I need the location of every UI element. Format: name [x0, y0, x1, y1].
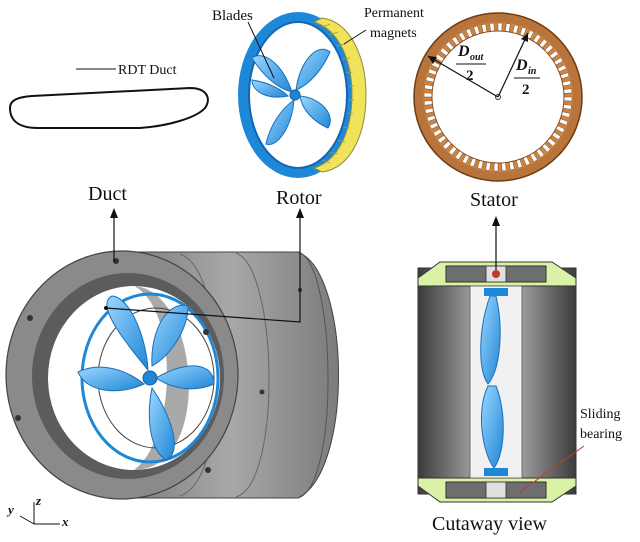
- formula-d-in-over-2: D in 2: [514, 57, 540, 98]
- stator-slot: [563, 88, 573, 94]
- formula-d-out-over-2: D out 2: [456, 43, 486, 84]
- rotor-pointer: [105, 214, 301, 323]
- d-in-den: 2: [522, 82, 530, 98]
- duct-label: Duct: [88, 183, 127, 205]
- stator-slot: [493, 162, 499, 172]
- sliding-bearing-leader: [519, 445, 585, 493]
- d-out-var: D: [457, 43, 470, 60]
- rotor-label: Rotor: [276, 187, 322, 209]
- stator-slot: [497, 22, 503, 32]
- stator-illustration: [413, 12, 583, 182]
- rdt-duct-label: RDT Duct: [118, 63, 177, 78]
- stator-label: Stator: [470, 189, 518, 211]
- axis-triad: [19, 502, 60, 525]
- d-out-sub: out: [470, 52, 485, 63]
- d-in-sub: in: [528, 66, 537, 77]
- axis-z-label: z: [35, 493, 42, 508]
- axis-x-label: x: [61, 514, 69, 529]
- magnets-leader: [343, 29, 367, 45]
- cutaway-view-label: Cutaway view: [432, 513, 548, 535]
- sliding-bearing-label-1: Sliding: [580, 407, 620, 422]
- permanent-magnets-label-1: Permanent: [364, 6, 424, 21]
- stator-slot: [423, 100, 433, 106]
- stator-slot: [563, 96, 573, 102]
- permanent-magnets-label-2: magnets: [370, 26, 417, 41]
- cutaway-illustration: [417, 261, 577, 503]
- stator-slot: [423, 92, 433, 98]
- rotor-illustration: [238, 12, 367, 178]
- d-in-var: D: [515, 57, 528, 74]
- d-out-den: 2: [466, 68, 474, 84]
- blades-leader: [247, 21, 275, 79]
- sliding-bearing-label-2: bearing: [580, 427, 622, 442]
- rdt-duct-profile: [8, 68, 209, 129]
- stator-slot: [501, 162, 507, 172]
- stator-teeth: [423, 22, 573, 172]
- stator-slot: [489, 22, 495, 32]
- blades-label: Blades: [212, 8, 253, 24]
- duct-assembly: [5, 250, 339, 500]
- axis-y-label: y: [6, 502, 14, 517]
